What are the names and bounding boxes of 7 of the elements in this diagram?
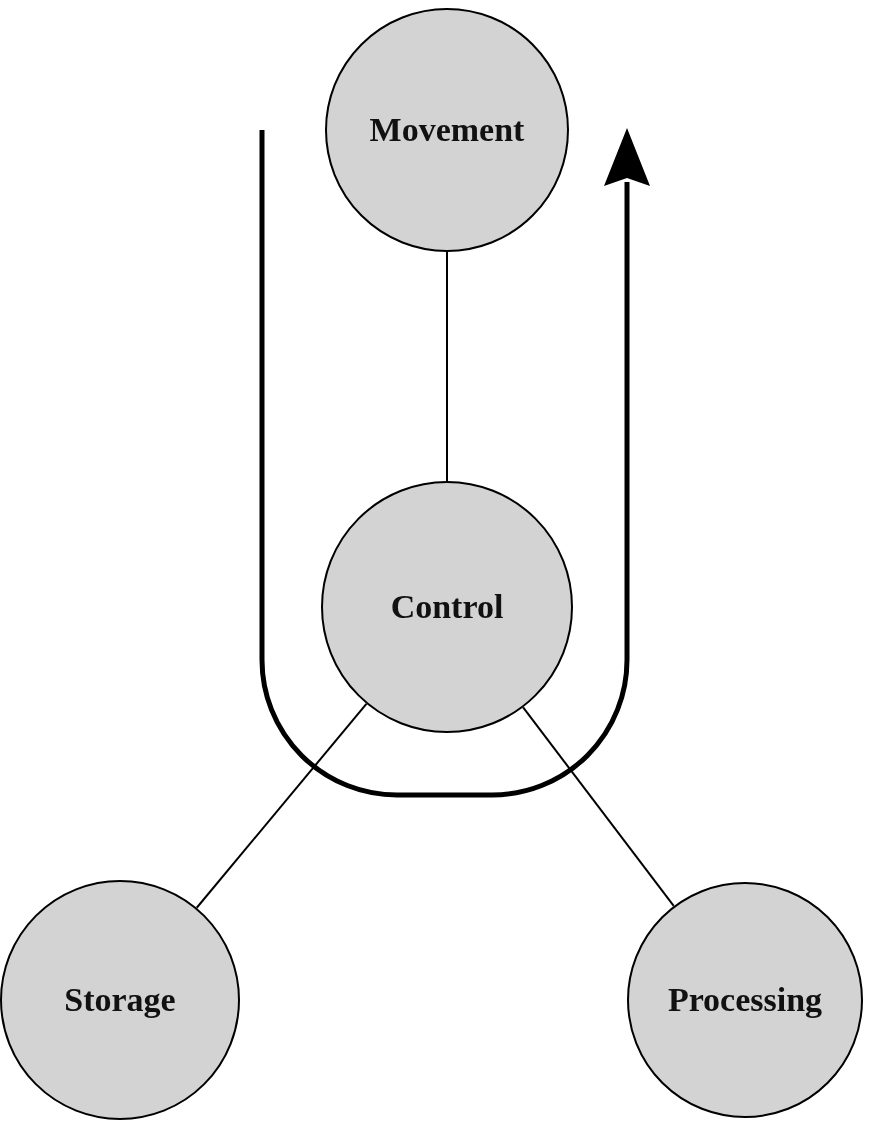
connector-line — [446, 251, 448, 482]
node-label: Processing — [667, 981, 823, 1019]
connector-line — [522, 706, 675, 907]
node-label: Movement — [369, 111, 525, 149]
node-label: Storage — [64, 981, 176, 1019]
node-label: Control — [390, 588, 504, 626]
connector-line — [195, 702, 368, 909]
